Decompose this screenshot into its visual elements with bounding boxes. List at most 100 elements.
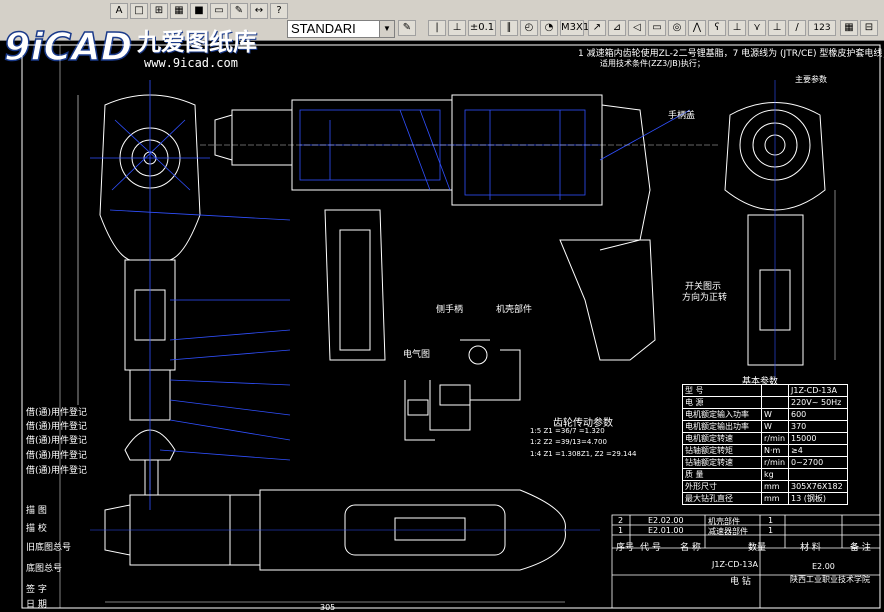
side-label: 借(通)用件登记 xyxy=(26,451,88,461)
tb-row-1-no: 2 xyxy=(618,516,624,525)
angle-button[interactable]: ⊿ xyxy=(608,20,626,36)
housing-label: 机壳部件 xyxy=(496,305,533,315)
params-cell: 305X76X182 xyxy=(788,480,848,493)
side-label: 借(通)用件登记 xyxy=(26,422,88,432)
surface-button[interactable]: ⊥ xyxy=(728,20,746,36)
note-line-1: 1 减速箱内齿轮使用ZL-2二号锂基脂，7 电源线为 (JTR/CE) 型橡皮护… xyxy=(578,49,884,59)
dim-style-button[interactable]: ▭ xyxy=(648,20,666,36)
logo-brand: 九爱图纸库 xyxy=(137,28,257,56)
logo-url: www.9icad.com xyxy=(144,56,238,70)
side-label: 借(通)用件登记 xyxy=(26,436,88,446)
tb-name: 电 钻 xyxy=(730,577,751,587)
switch-direction: 方向为正转 xyxy=(682,293,728,303)
linear-dim-button[interactable]: | xyxy=(428,20,446,36)
params-cell: 型 号 xyxy=(682,384,762,397)
params-cell: r/min xyxy=(761,456,789,469)
style-edit-button[interactable]: ✎ xyxy=(398,20,416,36)
weld-button[interactable]: ⋀ xyxy=(688,20,706,36)
side-view-blue xyxy=(299,109,691,200)
print-button[interactable]: ⊟ xyxy=(860,20,878,36)
gear-params-title: 齿轮传动参数 xyxy=(553,418,613,429)
drawing-canvas[interactable]: 305 xyxy=(0,40,884,612)
params-cell: 220V~ 50Hz xyxy=(788,396,848,409)
params-cell: W xyxy=(761,420,789,433)
title-block-header-cell: 代 号 xyxy=(640,543,661,553)
params-cell: 质 量 xyxy=(682,468,762,481)
radius-dim-button[interactable]: ◴ xyxy=(520,20,538,36)
gear-line-1: 1:5 Z1 =36/7 =1.320 xyxy=(530,427,605,435)
params-cell: 电机额定输出功率 xyxy=(682,420,762,433)
side-label: 底图总号 xyxy=(26,564,63,574)
note-line-3: 主要参数 xyxy=(795,75,827,84)
thread-button[interactable]: M3X1 xyxy=(560,20,589,36)
tb-row-2-code: E2.01.00 xyxy=(648,526,684,535)
pie-icon[interactable]: ◔ xyxy=(540,20,558,36)
side-label: 签 字 xyxy=(26,585,47,595)
grid-tool-button[interactable]: ⊞ xyxy=(150,3,168,19)
wiring-diagram xyxy=(404,339,521,441)
params-row: 型 号 J1Z-CD-13A xyxy=(682,384,848,397)
params-cell xyxy=(761,396,789,409)
params-cell: 外形尺寸 xyxy=(682,480,762,493)
chevron-down-icon: ▼ xyxy=(379,21,394,37)
params-cell: 钻轴额定转矩 xyxy=(682,444,762,457)
text-tool-button[interactable]: A xyxy=(110,3,128,19)
title-block-header-cell: 名 称 xyxy=(680,543,701,553)
window-tool-button[interactable]: ▭ xyxy=(210,3,228,19)
side-label: 旧底图总号 xyxy=(26,543,72,553)
params-cell: 电 源 xyxy=(682,396,762,409)
leader2-button[interactable]: ʕ xyxy=(708,20,726,36)
table-button[interactable]: ▦ xyxy=(840,20,858,36)
params-cell: N·m xyxy=(761,444,789,457)
params-cell: W xyxy=(761,408,789,421)
tb-company: 陕西工业职业技术学院 xyxy=(790,575,870,584)
params-cell: J1Z-CD-13A xyxy=(788,384,848,397)
color-tool-button[interactable]: ■ xyxy=(190,3,208,19)
tb-row-2-name: 减速器部件 xyxy=(708,527,748,536)
aligned-dim-button[interactable]: ⊥ xyxy=(448,20,466,36)
tb-model: J1Z-CD-13A xyxy=(712,560,758,569)
title-block-header-cell: 材 料 xyxy=(800,543,821,553)
params-cell: 最大钻孔直径 xyxy=(682,492,762,505)
text-style-value: STANDARI xyxy=(291,21,356,36)
datum-button[interactable]: ⊥ xyxy=(768,20,786,36)
params-cell: 钻轴额定转速 xyxy=(682,456,762,469)
front-view-blue xyxy=(90,80,291,510)
params-cell: 600 xyxy=(788,408,848,421)
tb-row-2-qty: 1 xyxy=(768,526,774,535)
handle-cover-label: 手柄盖 xyxy=(668,111,696,121)
params-cell: 370 xyxy=(788,420,848,433)
hand-grip-label: 侧手柄 xyxy=(436,305,464,315)
layer-tool-button[interactable]: ▦ xyxy=(170,3,188,19)
move-tool-button[interactable]: ↔ xyxy=(250,3,268,19)
leader-button[interactable]: ↗ xyxy=(588,20,606,36)
triangle-button[interactable]: ◁ xyxy=(628,20,646,36)
box-tool-button[interactable]: □ xyxy=(130,3,148,19)
tolerance-button[interactable]: ±0.1 xyxy=(468,20,496,36)
params-cell: mm xyxy=(761,492,789,505)
text-style-select[interactable]: STANDARI ▼ xyxy=(287,20,395,38)
numbering-button[interactable]: 123 xyxy=(808,20,836,36)
side-label: 借(通)用件登记 xyxy=(26,408,88,418)
center-mark-button[interactable]: ◎ xyxy=(668,20,686,36)
roughness-button[interactable]: ⋎ xyxy=(748,20,766,36)
help-tool-button[interactable]: ? xyxy=(270,3,288,19)
draw-tool-button[interactable]: ✎ xyxy=(230,3,248,19)
balloon-button[interactable]: / xyxy=(788,20,806,36)
tb-row-2-no: 1 xyxy=(618,526,624,535)
svg-text:9iCAD: 9iCAD xyxy=(4,25,132,69)
params-cell: 13 (钢板) xyxy=(788,492,848,505)
params-cell: mm xyxy=(761,480,789,493)
ordinate-dim-button[interactable]: ∥ xyxy=(500,20,518,36)
gear-line-2: 1:2 Z2 =39/13=4.700 xyxy=(530,438,607,446)
side-view xyxy=(214,94,656,361)
params-row: 电 源 220V~ 50Hz xyxy=(682,396,848,409)
params-cell xyxy=(761,384,789,397)
